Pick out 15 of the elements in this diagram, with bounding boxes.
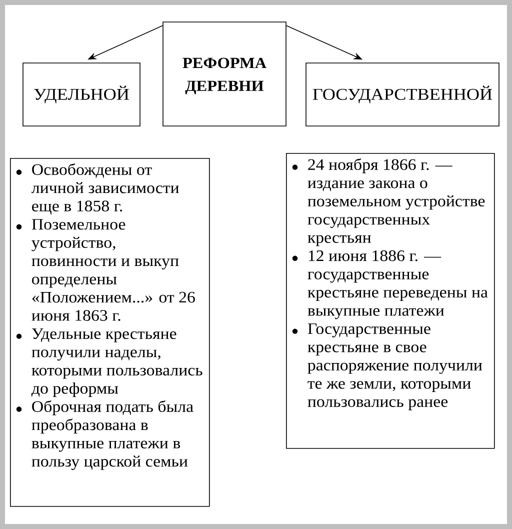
list-item-text: 24 ноября 1866 г. — издание закона о поземельном устройстве государственных крестьян: [308, 158, 485, 246]
list-box: [10, 158, 210, 507]
list-item-text: Оброчная подать была преобразована в выкупные платежи в пользу царской семьи: [32, 400, 194, 470]
box-label: РЕФОРМА ДЕРЕВНИ: [182, 58, 266, 94]
category-box: [22, 62, 140, 126]
category-box: [306, 62, 500, 126]
list-item-text: Государственные крестьяне в свое распоряжение получили те же земли, которыми пользовались ранее: [308, 323, 482, 410]
list-item-text: Поземельное устройство, повинности и выкуп определены «Положением...» от 26 июня 1863 г.: [32, 219, 195, 321]
list-item-text: Освобождены от личной зависимости еще в 1858 г.: [32, 163, 179, 215]
box-label: УДЕЛЬНОЙ: [34, 86, 129, 104]
title-box: [162, 22, 286, 126]
list-box: [286, 153, 495, 449]
list-item-text: Удельные крестьяне получили наделы, которыми пользовались до реформы: [31, 328, 202, 397]
box-label: ГОСУДАРСТВЕННОЙ: [312, 86, 492, 104]
list-item-text: 12 июня 1886 г. — государственные крестьяне переведены на выкупные платежи: [308, 250, 488, 320]
